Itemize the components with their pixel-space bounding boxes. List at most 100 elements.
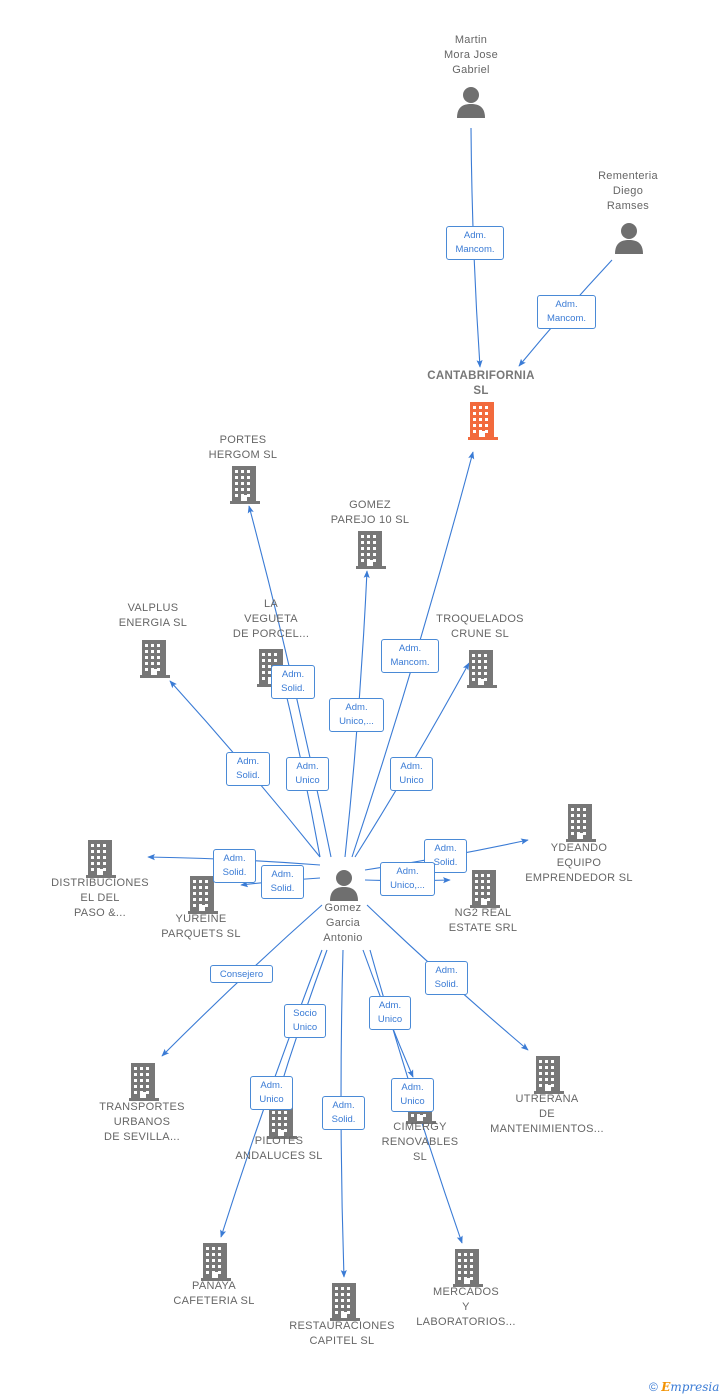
- person-icon[interactable]: [613, 221, 645, 260]
- node-label-line: PARQUETS SL: [161, 928, 241, 940]
- node-label-line: URBANOS: [113, 1116, 171, 1128]
- person-icon[interactable]: [455, 85, 487, 124]
- node-label-line: MANTENIMIENTOS...: [490, 1123, 604, 1135]
- edge-label-line: Solid.: [270, 883, 295, 894]
- person-icon[interactable]: [328, 868, 360, 907]
- edge-label-gomez_garcia-to-distribuciones[interactable]: Adm. Solid.: [213, 849, 256, 883]
- node-label-line: SL: [412, 1151, 428, 1163]
- edge-label-line: Adm.: [434, 843, 457, 854]
- node-label-line: Y: [462, 1301, 470, 1313]
- building-icon[interactable]: [201, 1243, 231, 1286]
- node-label-valplus[interactable]: VALPLUS ENERGIA SL: [78, 601, 228, 631]
- edge-label-line: Adm.: [223, 853, 246, 864]
- edge-label-martin-to-cantabrifornia[interactable]: Adm.Mancom.: [446, 226, 504, 260]
- node-label-line: TROQUELADOS: [436, 613, 524, 625]
- edge-label-gomez_garcia-to-valplus[interactable]: Adm.Solid.: [226, 752, 270, 786]
- node-label-line: PORTES: [219, 434, 267, 446]
- node-label-line: YDEANDO: [550, 842, 608, 854]
- edge-label-gomez_garcia-to-cimergy[interactable]: Adm.Unico: [369, 996, 411, 1030]
- company-main-building-icon[interactable]: [468, 402, 498, 445]
- node-label-line: PILOTES: [254, 1135, 304, 1147]
- edge-label-gomez_garcia-to-ng2[interactable]: Adm.Unico,...: [380, 862, 435, 896]
- edge-label-line: Solid.: [236, 770, 260, 781]
- edge-label-line: Solid.: [331, 1114, 356, 1125]
- node-label-line: ENERGIA SL: [118, 617, 188, 629]
- edge-label-line: Adm.: [345, 702, 368, 713]
- node-label-yureine[interactable]: YUREINE PARQUETS SL: [126, 912, 276, 942]
- node-label-line: Mora Jose: [443, 49, 499, 61]
- edge-label-gomez_garcia-to-restauraciones[interactable]: Adm.Solid.: [322, 1096, 365, 1130]
- node-label-line: Gomez: [324, 902, 362, 914]
- node-label-line: PAREJO 10 SL: [330, 514, 410, 526]
- node-label-line: Martin: [454, 34, 488, 46]
- edge-label-line: Unico: [377, 1014, 403, 1025]
- node-label-line: LA: [263, 598, 279, 610]
- node-label-line: MERCADOS: [433, 1286, 499, 1298]
- node-label-line: CANTABRIFORNIA: [427, 370, 535, 382]
- building-icon[interactable]: [129, 1063, 159, 1106]
- node-label-line: DE PORCEL...: [232, 628, 310, 640]
- edge-label-gomez_garcia-to-troquelados[interactable]: Adm.Unico: [390, 757, 433, 791]
- node-label-line: LABORATORIOS...: [416, 1316, 516, 1328]
- node-label-line: CIMERGY: [393, 1121, 447, 1133]
- node-label-line: ESTATE SRL: [448, 922, 518, 934]
- edge-label-line: Adm.: [271, 869, 294, 880]
- edge-label-line: Adm.: [296, 761, 319, 772]
- node-label-line: TRANSPORTES: [99, 1101, 185, 1113]
- building-icon[interactable]: [230, 466, 260, 509]
- edge-label-gomez_garcia-to-yureine[interactable]: Adm. Solid.: [261, 865, 304, 899]
- node-label-line: VEGUETA: [244, 613, 298, 625]
- copyright-symbol: ©: [649, 1380, 658, 1394]
- edge-label-gomez_garcia-to-gomez_parejo[interactable]: Adm.Unico,...: [329, 698, 384, 732]
- building-icon[interactable]: [467, 650, 497, 693]
- building-icon[interactable]: [356, 531, 386, 574]
- building-icon[interactable]: [188, 876, 218, 919]
- edge-label-line: Adm.: [281, 669, 305, 680]
- edge-label-gomez_garcia-to-portes[interactable]: Adm.Unico: [286, 757, 329, 791]
- node-label-restauraciones[interactable]: RESTAURACIONES CAPITEL SL: [267, 1319, 417, 1349]
- building-icon[interactable]: [534, 1056, 564, 1099]
- node-label-line: VALPLUS: [127, 602, 179, 614]
- node-label-line: RESTAURACIONES: [289, 1320, 395, 1332]
- node-label-line: UTRERANA: [515, 1093, 579, 1105]
- edge-label-gomez_garcia-to-transportes[interactable]: Consejero: [210, 965, 273, 983]
- building-icon[interactable]: [470, 870, 500, 913]
- edge-label-gomez_garcia-to-utrerana[interactable]: Adm.Solid.: [425, 961, 468, 995]
- building-icon[interactable]: [86, 840, 116, 883]
- node-label-line: CAPITEL SL: [309, 1335, 375, 1347]
- edge-label-line: Solid.: [222, 867, 247, 878]
- edge-label-rementeria-to-cantabrifornia[interactable]: Adm.Mancom.: [537, 295, 596, 329]
- node-label-line: Gabriel: [452, 64, 490, 76]
- building-icon[interactable]: [140, 640, 170, 683]
- edge-label-line: Unico: [399, 775, 424, 786]
- node-label-line: YUREINE: [175, 913, 227, 925]
- node-label-mercados[interactable]: MERCADOS Y LABORATORIOS...: [391, 1285, 541, 1330]
- edge-label-gomez_garcia-to-mercados[interactable]: Adm.Unico: [391, 1078, 434, 1112]
- building-icon[interactable]: [566, 804, 596, 847]
- building-icon[interactable]: [453, 1249, 483, 1292]
- copyright-footer[interactable]: © Empresia: [649, 1380, 719, 1394]
- edge-label-gomez_garcia-to-la_vegueta[interactable]: Adm.Solid.: [271, 665, 315, 699]
- node-label-la-vegueta[interactable]: LA VEGUETA DE PORCEL...: [196, 597, 346, 642]
- building-icon[interactable]: [330, 1283, 360, 1326]
- edge-label-line: Adm.: [463, 230, 487, 241]
- node-label-line: CAFETERIA SL: [173, 1295, 255, 1307]
- edge-label-gomez_garcia-to-panaya[interactable]: Adm.Unico: [250, 1076, 293, 1110]
- edge-label-gomez_garcia-to-cantabrifornia[interactable]: Adm.Mancom.: [381, 639, 439, 673]
